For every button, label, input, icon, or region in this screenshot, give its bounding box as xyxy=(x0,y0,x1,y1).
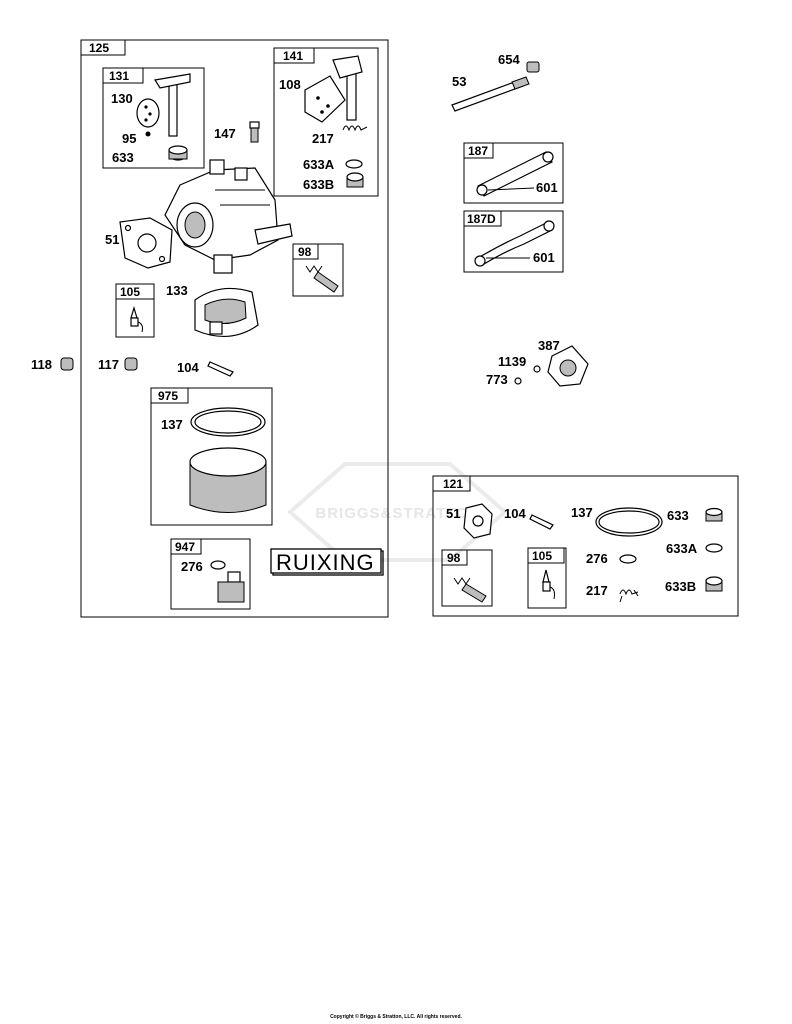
bowl-975-icon xyxy=(189,407,267,513)
nut-654-icon xyxy=(526,61,540,73)
group-131-tab xyxy=(102,67,144,84)
label-98-b: 98 xyxy=(447,551,461,565)
label-975: 975 xyxy=(158,389,178,403)
label-147: 147 xyxy=(214,126,236,141)
needle-105-icon xyxy=(130,305,143,333)
label-98: 98 xyxy=(298,245,312,259)
label-217-b: 217 xyxy=(586,583,608,598)
label-137-b: 137 xyxy=(571,505,593,520)
label-633A-b: 633A xyxy=(666,541,698,556)
idle-screw-147-icon xyxy=(249,121,260,143)
label-95: 95 xyxy=(122,131,136,146)
washer-276-kit-icon xyxy=(619,554,637,564)
choke-shaft-icon xyxy=(304,55,368,188)
label-105-b: 105 xyxy=(532,549,552,563)
label-130: 130 xyxy=(111,91,133,106)
group-947-tab xyxy=(170,538,202,555)
group-141-tab xyxy=(273,47,315,64)
ruixing-text: RUIXING xyxy=(276,550,375,575)
label-105: 105 xyxy=(120,285,140,299)
label-53: 53 xyxy=(452,74,466,89)
group-121-frame xyxy=(432,475,739,617)
solenoid-947-icon xyxy=(210,560,245,603)
needle-105-kit-icon xyxy=(542,569,555,600)
group-98-tab xyxy=(292,243,319,260)
label-117: 117 xyxy=(98,357,119,372)
copyright-notice: Copyright © Briggs & Stratton, LLC. All … xyxy=(330,1014,462,1020)
group-98-kit-tab xyxy=(441,549,468,566)
fuel-line-187D-icon xyxy=(474,220,555,267)
label-133: 133 xyxy=(166,283,188,298)
group-105-tab xyxy=(115,283,155,300)
mixture-screw-98-icon xyxy=(305,265,339,293)
fuel-line-187-icon xyxy=(476,151,554,197)
label-773: 773 xyxy=(486,372,508,387)
pin-104-kit-icon xyxy=(529,514,554,530)
label-141: 141 xyxy=(283,49,303,63)
group-125-tab xyxy=(80,39,126,56)
label-633B: 633B xyxy=(303,177,334,192)
washer-633A-kit-icon xyxy=(705,543,723,553)
label-276: 276 xyxy=(181,559,203,574)
label-187D: 187D xyxy=(467,212,496,226)
label-633A: 633A xyxy=(303,157,335,172)
spring-217-kit-icon xyxy=(619,589,639,603)
group-141-frame xyxy=(273,47,379,197)
pin-104-icon xyxy=(207,361,234,377)
label-276-b: 276 xyxy=(586,551,608,566)
label-633: 633 xyxy=(112,150,134,165)
group-187-frame xyxy=(463,142,564,204)
nut-117-icon xyxy=(124,357,138,371)
throttle-shaft-icon xyxy=(136,73,191,161)
label-131: 131 xyxy=(109,69,129,83)
stud-53-icon xyxy=(451,76,530,112)
label-601: 601 xyxy=(536,180,558,195)
label-125: 125 xyxy=(89,41,109,55)
group-121-tab xyxy=(432,475,471,492)
mixture-screw-98-kit-icon xyxy=(453,577,487,603)
label-104-b: 104 xyxy=(504,506,526,521)
group-131-frame xyxy=(102,67,205,169)
group-105-kit-tab xyxy=(527,547,565,564)
label-654: 654 xyxy=(498,52,520,67)
label-187: 187 xyxy=(468,144,488,158)
label-51-b: 51 xyxy=(446,506,460,521)
gasket-51-icon xyxy=(119,217,173,269)
label-137: 137 xyxy=(161,417,183,432)
label-387: 387 xyxy=(538,338,560,353)
group-125-frame xyxy=(80,39,389,618)
label-121: 121 xyxy=(443,477,463,491)
label-217: 217 xyxy=(312,131,334,146)
label-633-b: 633 xyxy=(667,508,689,523)
label-104: 104 xyxy=(177,360,199,375)
seal-633-kit-icon xyxy=(705,507,723,522)
label-1139: 1139 xyxy=(498,354,526,369)
o-ring-137-kit-icon xyxy=(595,507,663,537)
group-187-tab xyxy=(463,142,494,159)
group-975-frame xyxy=(150,387,273,526)
label-601-b: 601 xyxy=(533,250,555,265)
fuel-pump-387-icon xyxy=(514,345,589,387)
nut-118-icon xyxy=(60,357,74,371)
label-108: 108 xyxy=(279,77,301,92)
carburetor-body-icon xyxy=(164,159,293,274)
group-947-frame xyxy=(170,538,251,610)
label-633B-b: 633B xyxy=(665,579,696,594)
label-51: 51 xyxy=(105,232,119,247)
label-118: 118 xyxy=(31,357,52,372)
label-947: 947 xyxy=(175,540,195,554)
float-133-icon xyxy=(194,287,259,338)
gasket-51-kit-icon xyxy=(463,503,493,539)
group-187D-frame xyxy=(463,210,564,273)
group-187D-tab xyxy=(463,210,502,227)
bushing-633B-kit-icon xyxy=(705,576,723,592)
ruixing-label: RUIXING xyxy=(270,548,384,576)
watermark-text: BRIGGS&STRATTON xyxy=(315,505,480,522)
group-975-tab xyxy=(150,387,189,404)
